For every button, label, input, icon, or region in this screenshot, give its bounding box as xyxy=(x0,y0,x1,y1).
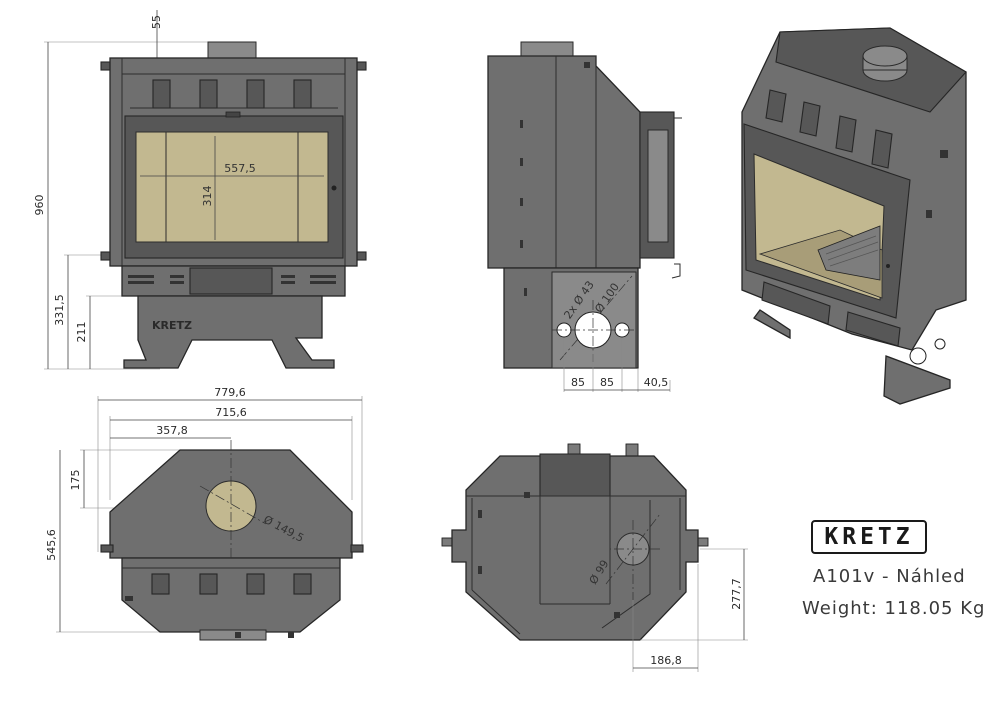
front-logo-text: KRETZ xyxy=(152,319,192,332)
top-dim-depth-offset: 175 xyxy=(69,470,82,491)
top-dim-total-width: 779,6 xyxy=(214,386,246,399)
front-dim-glass-height: 314 xyxy=(201,186,214,207)
top-view: 779,6 715,6 357,8 175 545,6 Ø 149,5 xyxy=(45,386,364,641)
side-view: 2x Ø 43 Ø 100 85 85 40,5 xyxy=(487,41,682,392)
front-logo: KRETZ xyxy=(152,319,192,332)
model-name: A101v - Náhled xyxy=(813,566,966,587)
front-dim-glass-width: 557,5 xyxy=(224,162,256,175)
brand-logo: KRETZ xyxy=(824,524,914,550)
bottom-dim-depth: 277,7 xyxy=(730,578,743,610)
bottom-view: Ø 99 277,7 186,8 xyxy=(441,443,748,672)
front-view: KRETZ 55 960 331,5 211 557,5 314 xyxy=(33,10,367,370)
top-dim-center-offset: 357,8 xyxy=(156,424,188,437)
side-dim-c: 40,5 xyxy=(644,376,669,389)
side-dim-a: 85 xyxy=(571,376,585,389)
brand-logo-box: KRETZ xyxy=(811,520,927,554)
front-dim-height: 960 xyxy=(33,195,46,216)
side-dim-b: 85 xyxy=(600,376,614,389)
bottom-dim-offset: 186,8 xyxy=(650,654,682,667)
top-dim-inner-width: 715,6 xyxy=(215,406,247,419)
front-dim-base-1: 331,5 xyxy=(53,294,66,326)
front-dim-base-2: 211 xyxy=(75,322,88,343)
model-weight: Weight: 118.05 Kg xyxy=(802,598,986,619)
front-dim-top: 55 xyxy=(150,15,163,29)
top-dim-depth: 545,6 xyxy=(45,529,58,561)
isometric-view xyxy=(741,27,967,405)
